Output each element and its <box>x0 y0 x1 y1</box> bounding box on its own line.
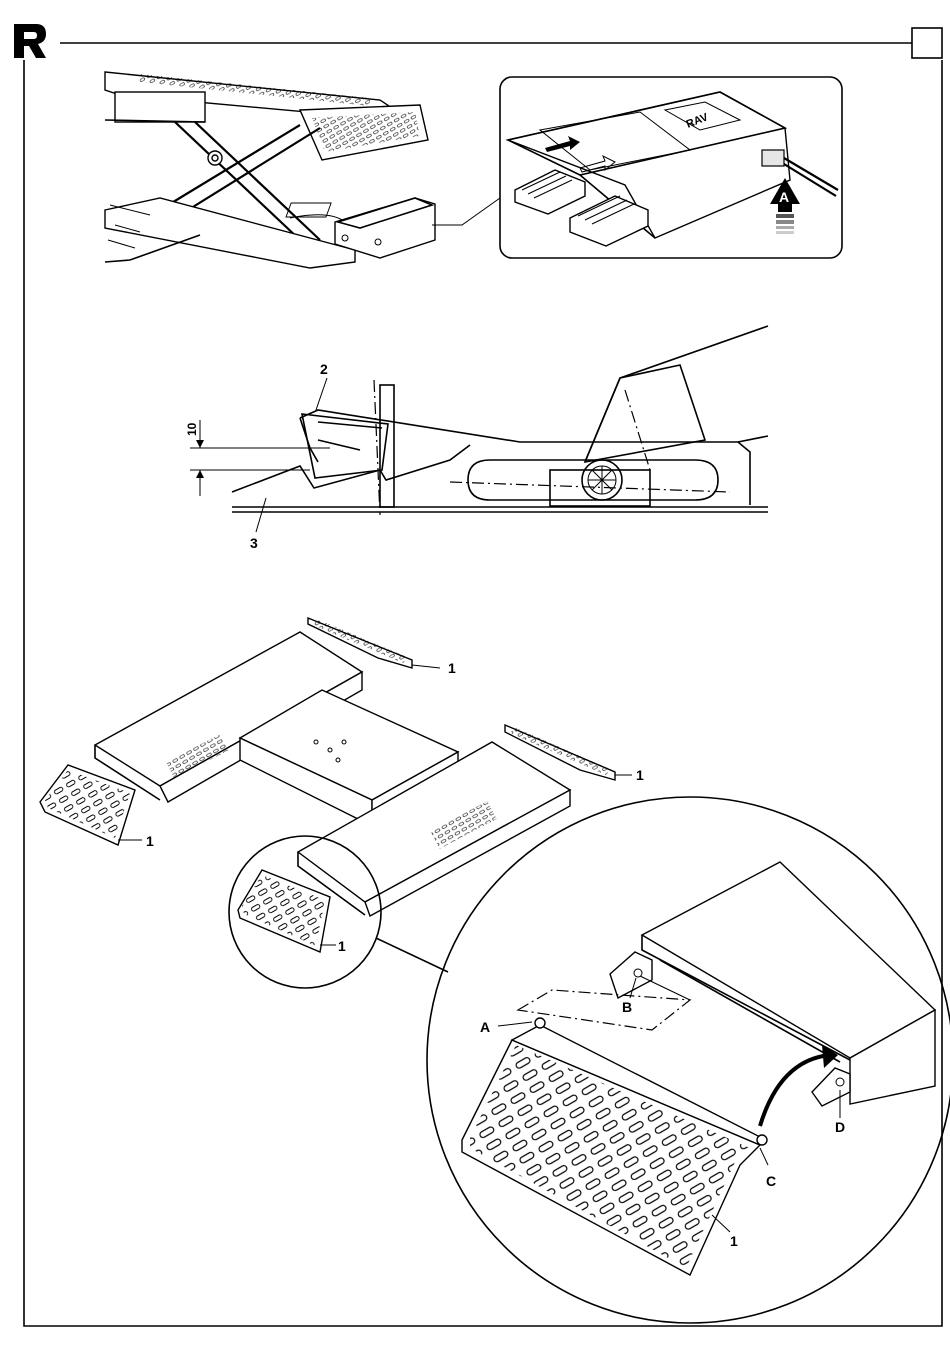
part-label-1-circle-large: 1 <box>730 1233 738 1249</box>
point-label-a: A <box>480 1019 490 1035</box>
point-label-b: B <box>622 999 632 1015</box>
figure-top-lift-overview <box>105 72 500 268</box>
figure-middle-ramp-profile: 10 2 3 <box>185 326 768 551</box>
brand-logo-icon <box>14 24 46 58</box>
part-label-3: 3 <box>250 535 258 551</box>
point-label-c: C <box>766 1173 776 1189</box>
part-label-1-left: 1 <box>146 833 154 849</box>
part-label-1-right: 1 <box>636 767 644 783</box>
point-label-d: D <box>835 1119 845 1135</box>
part-label-2: 2 <box>320 361 328 377</box>
part-label-1-circle-small: 1 <box>338 938 346 954</box>
part-label-1-top: 1 <box>448 660 456 676</box>
figure-bottom-lift-assembly: 1 1 1 1 <box>40 618 950 1323</box>
figure-top-detail-control-box: RAV A <box>500 77 842 258</box>
detail-label-a: A <box>779 189 789 205</box>
dimension-label-10: 10 <box>185 422 199 436</box>
